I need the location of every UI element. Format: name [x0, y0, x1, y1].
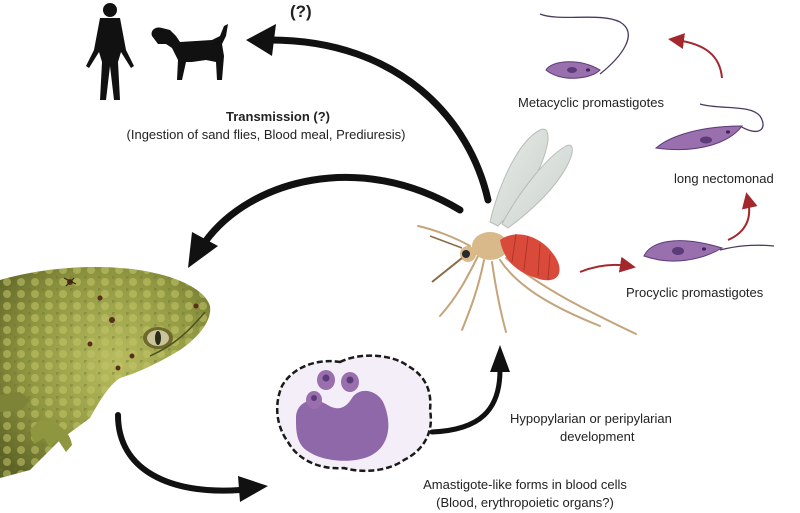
sand-fly-illustration: [417, 128, 637, 335]
arrow-to-blood-cell: [115, 412, 268, 502]
nectomonad-label: long nectomonad: [674, 171, 774, 186]
red-arrow-to-metacyclic: [668, 33, 723, 79]
procyclic-promastigote-icon: [643, 240, 775, 262]
infected-blood-cell-illustration: [275, 354, 433, 473]
arrow-to-gecko: [188, 173, 464, 268]
arrow-to-mammals: [246, 24, 492, 204]
development-label-line2: development: [560, 429, 635, 444]
nectomonad-icon: [654, 103, 764, 151]
development-label-line1: Hypopylarian or peripylarian: [510, 411, 672, 426]
dog-silhouette-icon: [151, 24, 228, 80]
transmission-title: Transmission (?): [225, 109, 331, 124]
amastigote-label-line1: Amastigote-like forms in blood cells: [423, 477, 627, 492]
arrow-to-sandfly: [429, 345, 510, 435]
amastigote-forms: [306, 370, 359, 409]
metacyclic-label: Metacyclic promastigotes: [518, 95, 664, 110]
gecko-photo: [0, 266, 211, 478]
red-arrow-to-procyclic: [579, 256, 636, 273]
metacyclic-promastigote-icon: [539, 13, 629, 79]
procyclic-label: Procyclic promastigotes: [626, 285, 764, 300]
amastigote-label-line2: (Blood, erythropoietic organs?): [436, 495, 614, 510]
human-silhouette-icon: [86, 3, 134, 100]
red-arrow-to-nectomonad: [727, 192, 758, 241]
transmission-detail: (Ingestion of sand flies, Blood meal, Pr…: [126, 127, 406, 142]
unknown-transmission-marker: (?): [290, 2, 312, 21]
